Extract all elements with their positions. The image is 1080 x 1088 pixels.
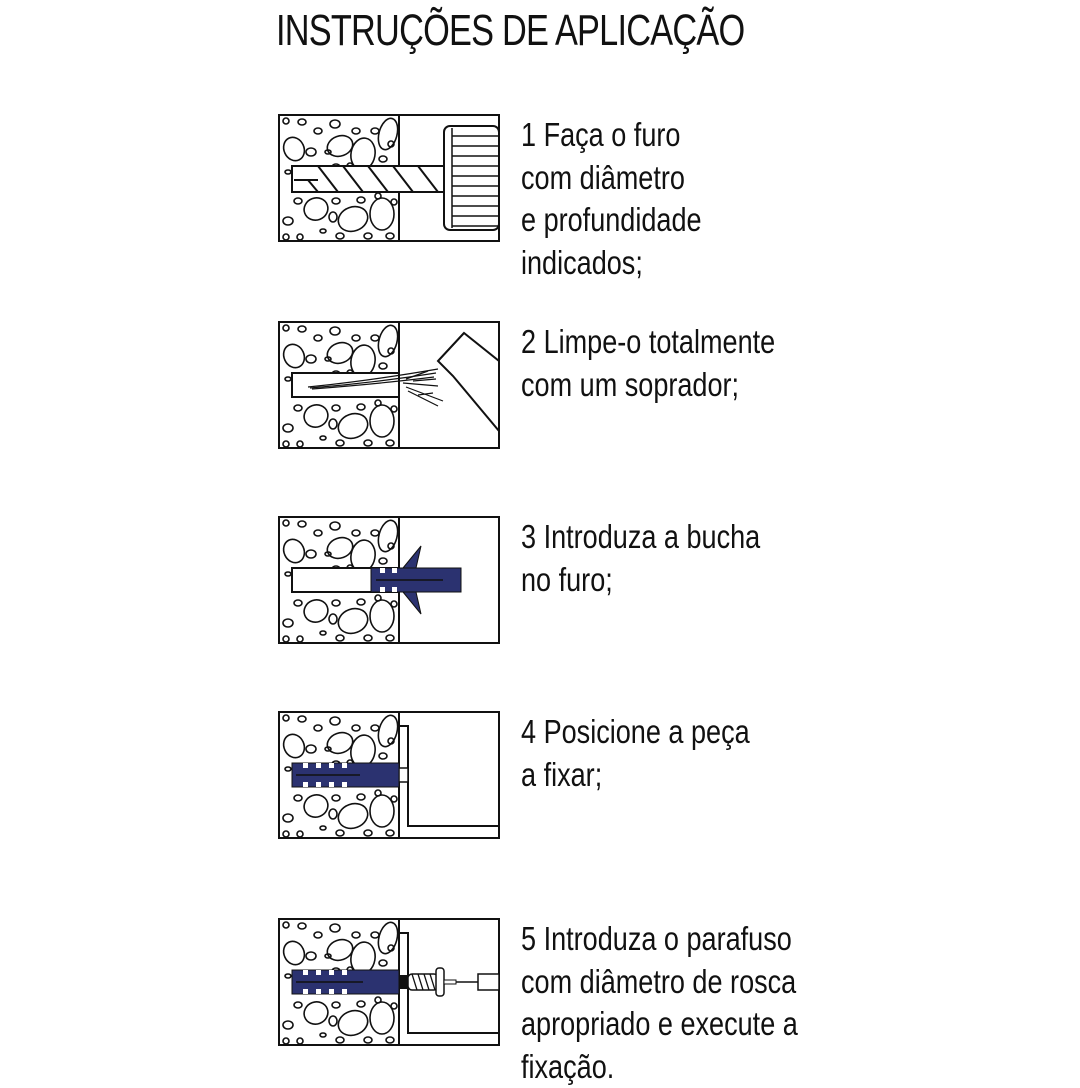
blower-clean-icon bbox=[278, 321, 500, 451]
step-3-text: 3 Introduza a bucha no furo; bbox=[521, 516, 760, 601]
drill-hole-icon bbox=[278, 114, 500, 244]
step-2-text: 2 Limpe-o totalmente com um soprador; bbox=[521, 321, 775, 406]
step-4-text: 4 Posicione a peça a fixar; bbox=[521, 711, 750, 796]
text-line: 5 Introduza o parafuso bbox=[521, 918, 798, 961]
text-line: 2 Limpe-o totalmente bbox=[521, 321, 775, 364]
text-line: a fixar; bbox=[521, 754, 750, 797]
text-line: com diâmetro de rosca bbox=[521, 961, 798, 1004]
text-line: indicados; bbox=[521, 242, 702, 285]
text-line: fixação. bbox=[521, 1046, 798, 1088]
text-line: no furo; bbox=[521, 559, 760, 602]
page-title: INSTRUÇÕES DE APLICAÇÃO bbox=[276, 6, 744, 56]
text-line: com um soprador; bbox=[521, 364, 775, 407]
text-line: com diâmetro bbox=[521, 157, 702, 200]
text-line: 3 Introduza a bucha bbox=[521, 516, 760, 559]
text-line: apropriado e execute a bbox=[521, 1003, 798, 1046]
text-line: 1 Faça o furo bbox=[521, 114, 702, 157]
step-1-text: 1 Faça o furo com diâmetro e profundidad… bbox=[521, 114, 702, 284]
text-line: e profundidade bbox=[521, 199, 702, 242]
text-line: 4 Posicione a peça bbox=[521, 711, 750, 754]
step-5-text: 5 Introduza o parafuso com diâmetro de r… bbox=[521, 918, 798, 1088]
insert-anchor-icon bbox=[278, 516, 500, 646]
insert-screw-icon bbox=[278, 918, 500, 1048]
position-part-icon bbox=[278, 711, 500, 841]
